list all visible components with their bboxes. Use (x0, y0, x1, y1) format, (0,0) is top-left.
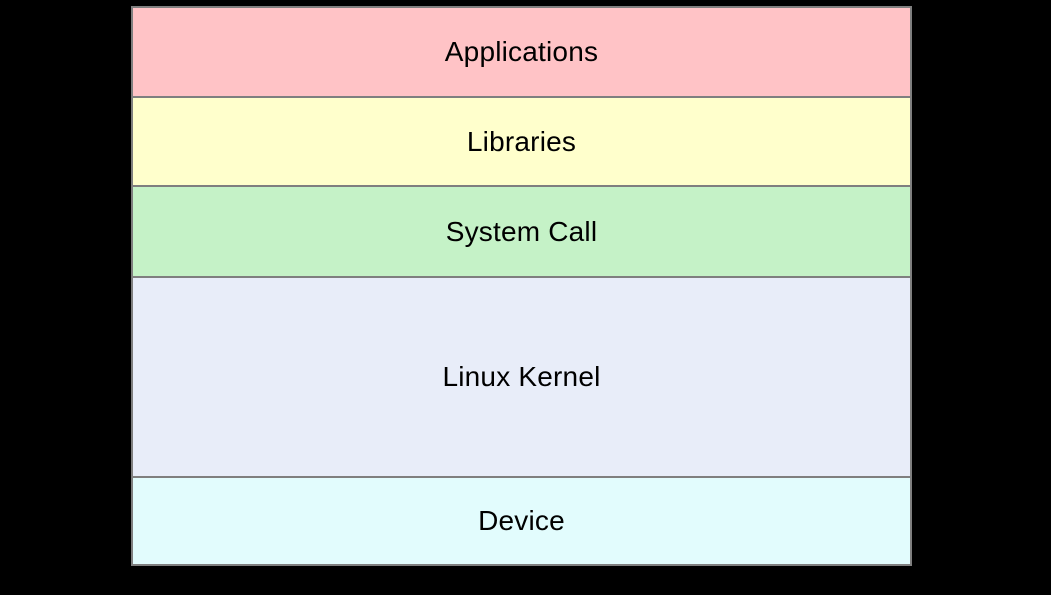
layer-libraries: Libraries (133, 96, 910, 185)
layer-system-call-label: System Call (445, 215, 598, 247)
layer-device-label: Device (478, 505, 565, 536)
layer-diagram: Applications Libraries System Call Linux… (131, 6, 912, 566)
layer-linux-kernel-label: Linux Kernel (442, 361, 601, 392)
layer-applications: Applications (133, 8, 910, 96)
layer-system-call: System Call (133, 185, 910, 276)
layer-applications-label: Applications (444, 36, 599, 67)
layer-linux-kernel: Linux Kernel (133, 276, 910, 476)
layer-device: Device (133, 476, 910, 564)
layer-libraries-label: Libraries (466, 125, 577, 157)
